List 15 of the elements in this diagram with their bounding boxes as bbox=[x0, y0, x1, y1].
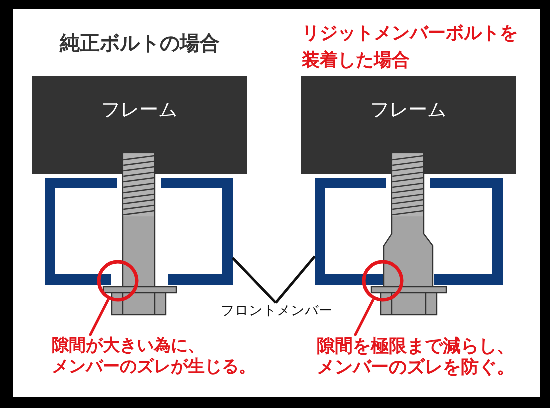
leader-line bbox=[232, 257, 277, 304]
highlight-circle bbox=[362, 260, 404, 302]
heading: リジットメンバーボルトを装着した場合 bbox=[302, 22, 519, 73]
part-label: フロントメンバー bbox=[221, 303, 331, 319]
channel-section bbox=[315, 178, 503, 285]
frame-block: フレーム bbox=[301, 76, 516, 174]
leader-line bbox=[354, 298, 375, 337]
channel-section bbox=[45, 178, 233, 285]
heading: 純正ボルトの場合 bbox=[58, 31, 221, 55]
callout-text: 隙間が大きい為に、メンバーのズレが生じる。 bbox=[52, 336, 260, 378]
highlight-circle bbox=[97, 260, 139, 302]
leader-line bbox=[88, 298, 110, 337]
callout-text: 隙間を極限まで減らし、メンバーのズレを防ぐ。 bbox=[317, 336, 519, 378]
frame-block: フレーム bbox=[32, 76, 247, 174]
leader-line bbox=[275, 256, 316, 304]
